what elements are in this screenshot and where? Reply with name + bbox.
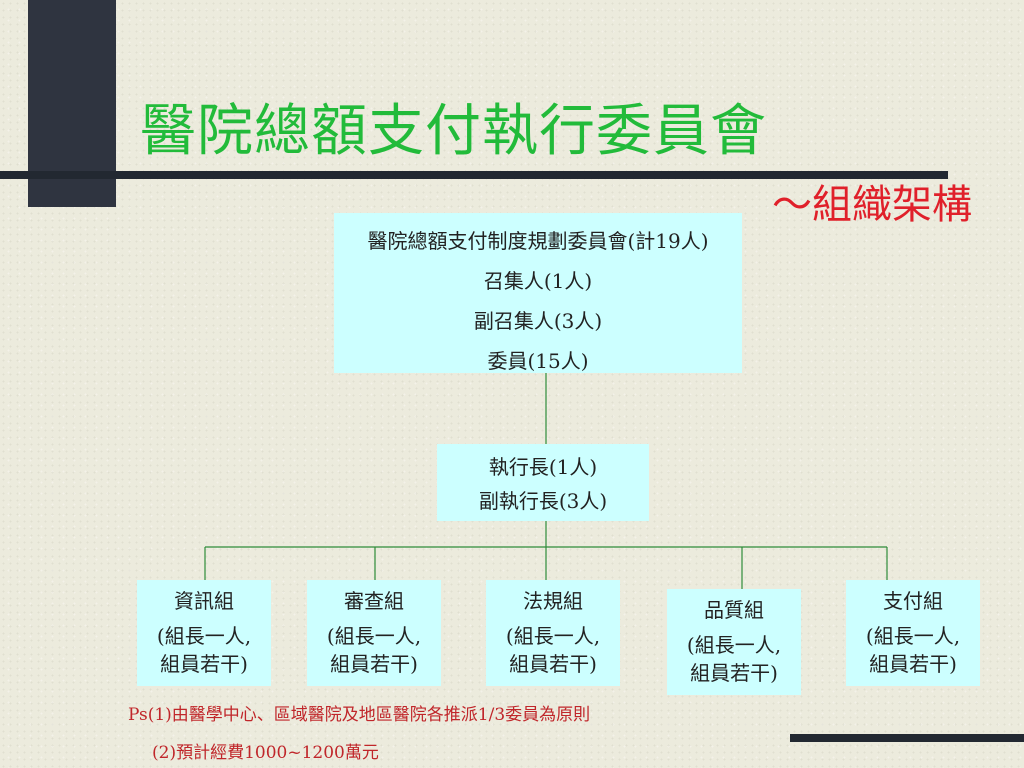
slide-subtitle: ～組織架構 bbox=[772, 182, 972, 228]
planning-committee-box: 醫院總額支付制度規劃委員會(計19人) 召集人(1人) 副召集人(3人) 委員(… bbox=[334, 213, 742, 373]
group-box-regulation: 法規組 (組長一人, 組員若干) bbox=[486, 580, 620, 686]
note-line-1: Ps(1)由醫學中心、區域醫院及地區醫院各推派1/3委員為原則 bbox=[128, 705, 591, 725]
decorative-top-bar bbox=[0, 171, 948, 179]
group-name: 品質組 bbox=[704, 598, 764, 622]
committee-members: 委員(15人) bbox=[487, 349, 589, 373]
group-name: 審查組 bbox=[344, 589, 404, 613]
group-desc-line2: 組員若干) bbox=[330, 652, 418, 676]
executive-ceo: 執行長(1人) bbox=[488, 455, 598, 479]
committee-convener: 召集人(1人) bbox=[483, 269, 593, 293]
group-box-quality: 品質組 (組長一人, 組員若干) bbox=[667, 589, 801, 695]
group-name: 支付組 bbox=[883, 589, 943, 613]
slide-title: 醫院總額支付執行委員會 bbox=[140, 99, 767, 164]
group-box-payment: 支付組 (組長一人, 組員若干) bbox=[846, 580, 980, 686]
group-desc-line1: (組長一人, bbox=[865, 624, 961, 648]
group-box-information: 資訊組 (組長一人, 組員若干) bbox=[137, 580, 271, 686]
executive-deputy-ceo: 副執行長(3人) bbox=[478, 489, 608, 513]
group-desc-line1: (組長一人, bbox=[505, 624, 601, 648]
group-desc-line1: (組長一人, bbox=[686, 633, 782, 657]
group-name: 法規組 bbox=[523, 589, 583, 613]
group-desc-line2: 組員若干) bbox=[690, 661, 778, 685]
group-desc-line1: (組長一人, bbox=[156, 624, 252, 648]
group-desc-line1: (組長一人, bbox=[326, 624, 422, 648]
committee-name: 醫院總額支付制度規劃委員會(計19人) bbox=[367, 229, 709, 253]
group-box-review: 審查組 (組長一人, 組員若干) bbox=[307, 580, 441, 686]
committee-deputy-convener: 副召集人(3人) bbox=[473, 309, 603, 333]
decorative-bottom-bar bbox=[790, 734, 1024, 742]
group-desc-line2: 組員若干) bbox=[160, 652, 248, 676]
group-desc-line2: 組員若干) bbox=[509, 652, 597, 676]
group-desc-line2: 組員若干) bbox=[869, 652, 957, 676]
group-name: 資訊組 bbox=[174, 589, 234, 613]
note-line-2: (2)預計經費1000~1200萬元 bbox=[152, 743, 379, 763]
executive-box: 執行長(1人) 副執行長(3人) bbox=[437, 444, 649, 521]
